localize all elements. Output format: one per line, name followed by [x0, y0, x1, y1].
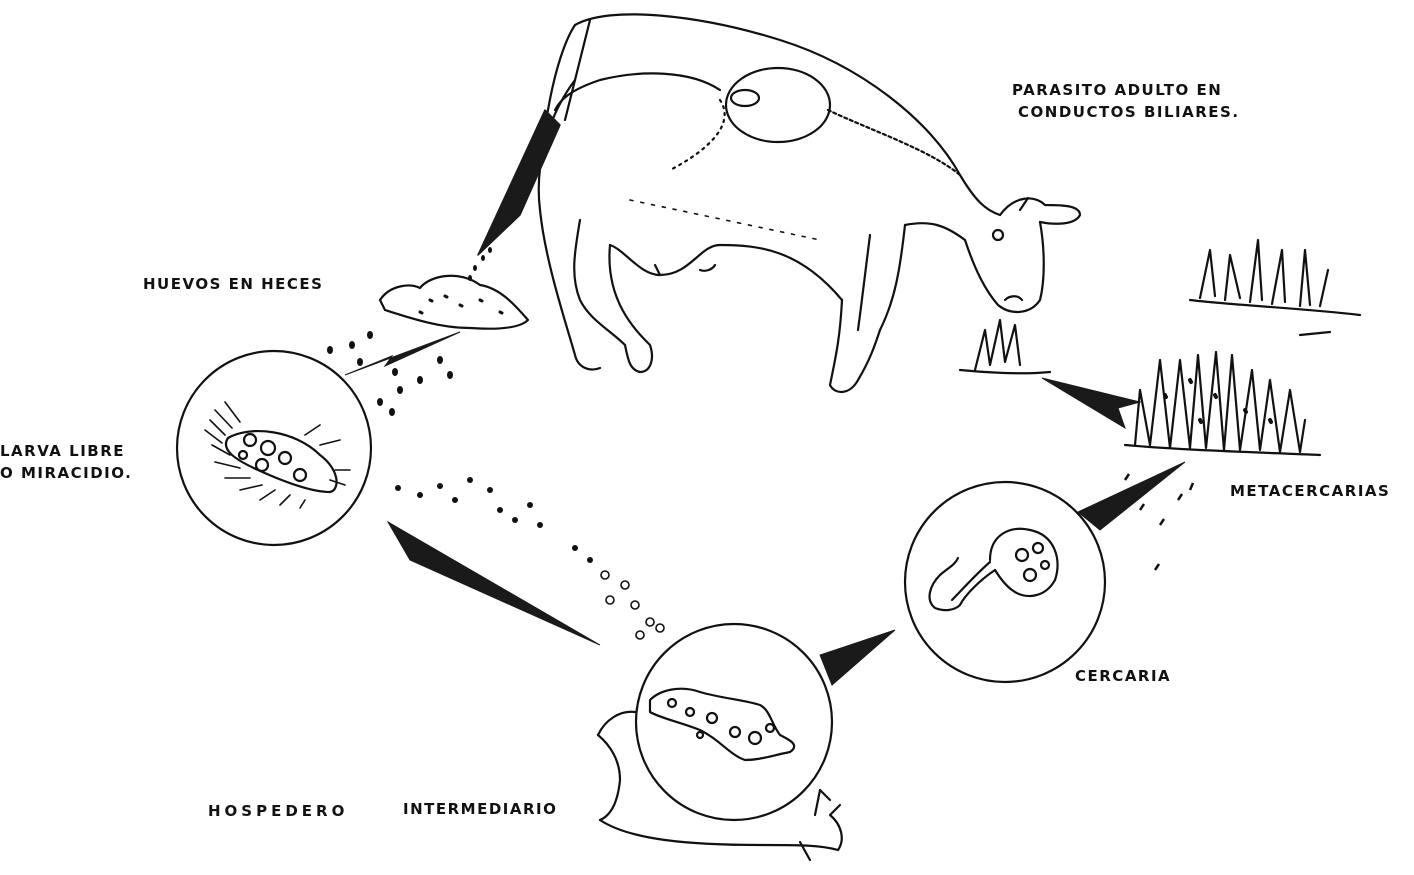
- miracidium-circle: [177, 351, 371, 545]
- background-grass: [1190, 240, 1360, 335]
- metacercariae-grass: [1125, 352, 1320, 455]
- arrow-grass-to-cow: [1042, 378, 1140, 428]
- label-metacercariae: METACERCARIAS: [1230, 480, 1390, 502]
- label-miracidium-line-2: O MIRACIDIO.: [0, 462, 132, 484]
- label-eggs-in-feces: HUEVOS EN HECES: [143, 273, 323, 295]
- label-host-word-2: INTERMEDIARIO: [403, 798, 557, 820]
- grazed-grass: [960, 320, 1050, 373]
- arrow-redia-to-cercaria: [820, 630, 895, 685]
- label-adult-line-2: CONDUCTOS BILIARES.: [1012, 101, 1240, 123]
- feces-pile: [380, 276, 528, 329]
- label-cercaria: CERCARIA: [1075, 665, 1171, 687]
- label-miracidium-line-1: LARVA LIBRE: [0, 440, 132, 462]
- cercaria-circle: [905, 482, 1105, 682]
- label-miracidium: LARVA LIBRE O MIRACIDIO.: [0, 440, 132, 484]
- arrow-cercaria-to-metacercariae: [1078, 462, 1185, 530]
- tail-tuft-shape: [478, 110, 560, 255]
- redia-circle: [636, 624, 832, 820]
- label-host-word-1: HOSPEDERO: [208, 800, 348, 822]
- label-adult-parasite: PARASITO ADULTO EN CONDUCTOS BILIARES.: [1012, 79, 1240, 123]
- label-adult-line-1: PARASITO ADULTO EN: [1012, 79, 1240, 101]
- arrow-miracidium-to-snail: [388, 522, 600, 645]
- arrow-eggs-to-miracidium: [345, 332, 460, 375]
